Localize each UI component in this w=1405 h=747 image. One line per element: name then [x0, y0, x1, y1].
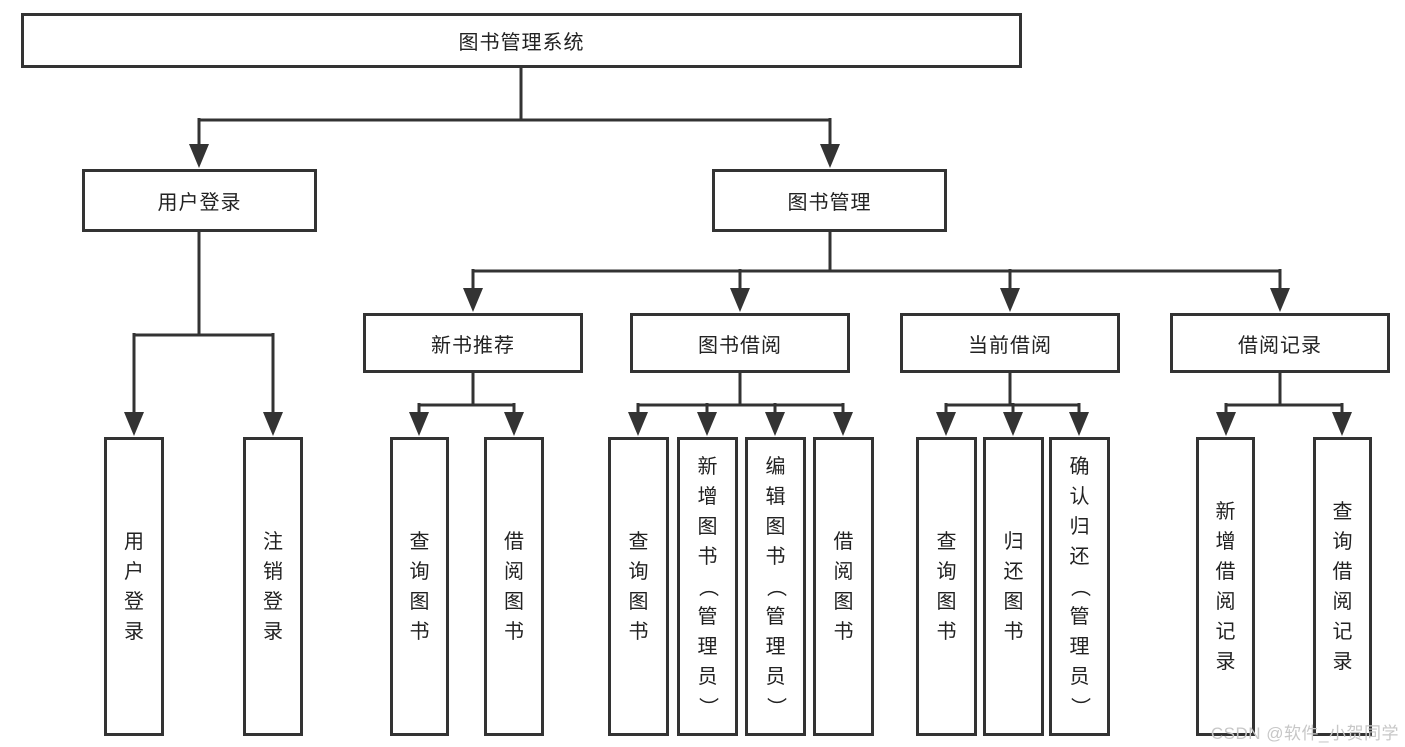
leaf-edit-books-admin: 编辑图书（管理员） — [745, 437, 806, 736]
node-borrow-records: 借阅记录 — [1170, 313, 1390, 373]
node-new-book-recommend: 新书推荐 — [363, 313, 583, 373]
leaf-return-books: 归还图书 — [983, 437, 1044, 736]
node-book-borrow: 图书借阅 — [630, 313, 850, 373]
leaf-borrow-books: 借阅图书 — [813, 437, 874, 736]
leaf-add-books-admin: 新增图书（管理员） — [677, 437, 738, 736]
leaf-borrow-books-recommend: 借阅图书 — [484, 437, 544, 736]
node-root: 图书管理系统 — [21, 13, 1022, 68]
leaf-user-login: 用户登录 — [104, 437, 164, 736]
leaf-query-books-borrow: 查询图书 — [608, 437, 669, 736]
leaf-query-books-current: 查询图书 — [916, 437, 977, 736]
node-book-management: 图书管理 — [712, 169, 947, 232]
watermark: CSDN @软件_小贺同学 — [1210, 724, 1399, 743]
leaf-logout: 注销登录 — [243, 437, 303, 736]
leaf-confirm-return-admin: 确认归还（管理员） — [1049, 437, 1110, 736]
leaf-query-books-recommend: 查询图书 — [390, 437, 449, 736]
node-current-borrow: 当前借阅 — [900, 313, 1120, 373]
leaf-add-borrow-record: 新增借阅记录 — [1196, 437, 1255, 736]
node-user-login: 用户登录 — [82, 169, 317, 232]
leaf-query-borrow-record: 查询借阅记录 — [1313, 437, 1372, 736]
